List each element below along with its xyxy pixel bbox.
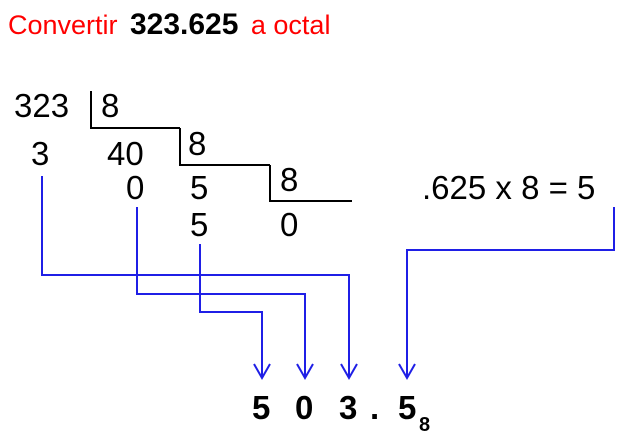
title-suffix: a octal	[251, 10, 331, 40]
flow-line-remainder-1	[41, 176, 350, 376]
quotient-3: 0	[280, 206, 298, 243]
title: Convertir 323.625 a octal	[8, 8, 330, 41]
result-digit-3: 3	[339, 389, 357, 426]
fraction-equation: .625 x 8 = 5	[422, 169, 595, 206]
result-point: .	[370, 389, 379, 426]
flow-line-fraction	[406, 207, 615, 376]
flow-line-remainder-2	[136, 207, 306, 376]
title-prefix: Convertir	[8, 10, 118, 40]
divisor-1: 8	[101, 87, 119, 124]
result-digit-4: 5	[398, 389, 416, 426]
arrowhead-down-icon	[398, 363, 416, 381]
title-number: 323.625	[130, 8, 238, 41]
dividend: 323	[14, 87, 69, 124]
flow-line-remainder-3	[199, 244, 263, 376]
result-digit-1: 5	[252, 389, 270, 426]
arrowhead-down-icon	[296, 363, 314, 381]
remainder-3: 5	[190, 206, 208, 243]
result-base-subscript: 8	[419, 414, 430, 436]
division-bracket-2	[179, 128, 270, 166]
quotient-1: 40	[107, 135, 144, 172]
quotient-2: 5	[190, 169, 208, 206]
division-bracket-3	[269, 165, 352, 202]
remainder-2: 0	[126, 169, 144, 206]
result-digit-2: 0	[295, 389, 313, 426]
arrowhead-down-icon	[340, 363, 358, 381]
divisor-2: 8	[188, 125, 206, 162]
divisor-3: 8	[280, 161, 298, 198]
remainder-1: 3	[31, 135, 49, 172]
arrowhead-down-icon	[253, 363, 271, 381]
division-bracket-1	[90, 91, 180, 129]
